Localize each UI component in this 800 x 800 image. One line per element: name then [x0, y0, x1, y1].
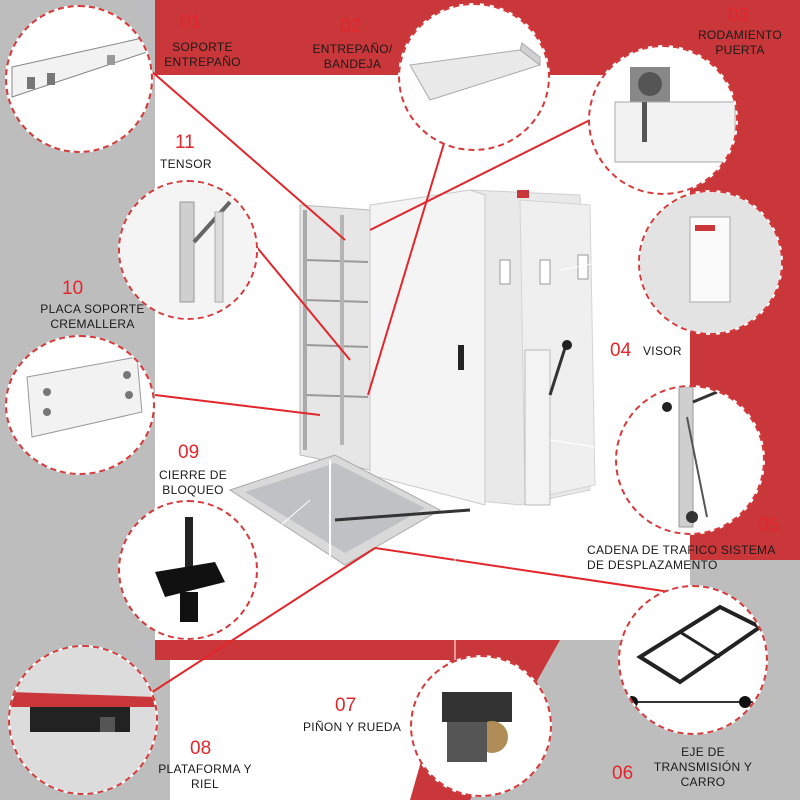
- lock-closure-icon: [118, 500, 258, 640]
- part-number-09: 09: [178, 442, 200, 463]
- shelf-tray-icon: [398, 3, 550, 151]
- part-label-05-line2: DE DESPLAZAMENTO: [587, 558, 718, 572]
- part-label-08: PLATAFORMA Y RIEL: [150, 762, 260, 792]
- part-number-04: 04: [610, 340, 632, 361]
- part-label-03-line1: RODAMIENTO: [697, 28, 783, 42]
- part-label-09-line2: BLOQUEO: [162, 483, 224, 497]
- part-label-02: ENTREPAÑO/ BANDEJA: [305, 42, 400, 72]
- part-label-06-line1: EJE DE: [681, 745, 725, 759]
- part-label-01-line2: ENTREPAÑO: [164, 55, 241, 69]
- part-label-11: TENSOR: [160, 157, 230, 172]
- part-label-01: SOPORTE ENTREPAÑO: [160, 40, 245, 70]
- part-number-08: 08: [190, 738, 212, 759]
- part-label-04: VISOR: [643, 344, 703, 359]
- part-label-10-line2: CREMALLERA: [50, 317, 135, 331]
- part-label-10-line1: PLACA SOPORTE: [40, 302, 145, 316]
- part-number-07: 07: [335, 695, 357, 716]
- part-label-05: CADENA DE TRAFICO SISTEMA DE DESPLAZAMEN…: [587, 543, 792, 573]
- drive-shaft-carriage-icon: [618, 585, 768, 735]
- pinion-wheel-icon: [410, 655, 552, 797]
- part-label-07-line1: PIÑON Y RUEDA: [303, 720, 402, 734]
- part-label-02-line1: ENTREPAÑO/: [312, 42, 393, 56]
- part-label-10: PLACA SOPORTE CREMALLERA: [25, 302, 160, 332]
- traffic-chain-handle-icon: [615, 385, 765, 535]
- part-label-03: RODAMIENTO PUERTA: [690, 28, 790, 58]
- label-viewer-icon: [638, 190, 783, 335]
- platform-rail-icon: [8, 645, 158, 795]
- part-number-06: 06: [612, 763, 634, 784]
- part-number-11: 11: [175, 132, 195, 153]
- part-label-08-line1: PLATAFORMA Y: [158, 762, 252, 776]
- part-label-01-line1: SOPORTE: [172, 40, 233, 54]
- part-label-05-line1: CADENA DE TRAFICO SISTEMA: [587, 543, 776, 557]
- tensor-icon: [118, 180, 258, 320]
- part-label-06-line3: CARRO: [680, 775, 726, 789]
- part-label-03-line2: PUERTA: [715, 43, 765, 57]
- shelf-support-bracket-icon: [5, 5, 153, 153]
- part-number-10: 10: [62, 278, 84, 299]
- rack-support-plate-icon: [5, 335, 155, 475]
- part-label-07: PIÑON Y RUEDA: [303, 720, 413, 735]
- part-number-05: 05: [758, 515, 780, 536]
- part-label-09-line1: CIERRE DE: [158, 468, 228, 482]
- part-number-03: 03: [728, 5, 750, 26]
- part-number-02: 02: [340, 16, 362, 37]
- door-bearing-icon: [588, 45, 738, 195]
- part-label-08-line2: RIEL: [191, 777, 219, 791]
- part-label-02-line2: BANDEJA: [323, 57, 382, 71]
- part-number-01: 01: [180, 12, 202, 33]
- part-label-04-line1: VISOR: [643, 344, 682, 358]
- part-label-06: EJE DE TRANSMISIÓN Y CARRO: [648, 745, 758, 790]
- part-label-11-line1: TENSOR: [160, 157, 212, 171]
- part-label-09: CIERRE DE BLOQUEO: [148, 468, 238, 498]
- part-label-06-line2: TRANSMISIÓN Y: [653, 760, 753, 774]
